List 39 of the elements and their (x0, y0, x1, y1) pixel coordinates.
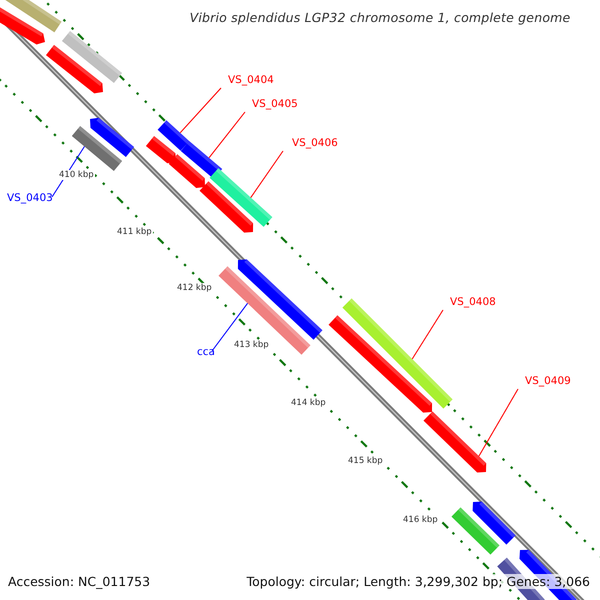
gene-feature (62, 30, 122, 84)
scale-label: 416 kbp (402, 515, 439, 525)
scale-label: 414 kbp (290, 398, 327, 408)
gene-label: VS_0405 (252, 98, 298, 110)
scale-label: 410 kbp (58, 170, 95, 180)
gene-feature (146, 136, 176, 164)
gene-label: VS_0403 (7, 192, 53, 204)
gene-feature (168, 154, 205, 188)
scale-label: 412 kbp (176, 283, 213, 293)
gene-feature (72, 126, 122, 171)
leader-line (412, 310, 444, 360)
leader-line (208, 112, 246, 158)
gene-feature (238, 259, 322, 340)
gene-feature (210, 168, 272, 227)
gene-feature (218, 266, 310, 355)
gene-feature (158, 120, 190, 151)
scale-label: 413 kbp (233, 340, 270, 350)
leader-line (478, 388, 518, 457)
gene-feature (423, 411, 486, 472)
gene-feature (0, 6, 45, 44)
gene-label: cca (197, 346, 215, 358)
gene-label: VS_0409 (525, 375, 571, 387)
leader-line (180, 88, 222, 134)
gene-feature (451, 507, 500, 555)
map-title: Vibrio splendidus LGP32 chromosome 1, complete genome (188, 10, 572, 25)
gene-label: VS_0404 (228, 74, 274, 86)
accession-note: Accession: NC_011753 (6, 574, 152, 589)
scale-label: 411 kbp (116, 227, 153, 237)
gene-feature (328, 315, 432, 413)
gene-feature (200, 181, 254, 233)
leader-line (250, 150, 284, 198)
gene-feature (46, 44, 103, 94)
scale-label: 415 kbp (347, 456, 384, 466)
gene-feature (472, 502, 516, 545)
leader-line (212, 302, 248, 352)
gene-feature (180, 141, 222, 179)
gene-feature (90, 118, 134, 158)
gene-label: VS_0408 (450, 296, 496, 308)
gene-label: VS_0406 (292, 137, 338, 149)
